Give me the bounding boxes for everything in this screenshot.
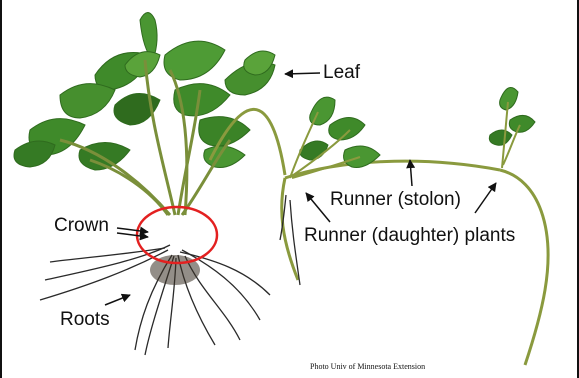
daughter-plant-2 — [489, 88, 535, 169]
crown-highlight-circle — [137, 207, 217, 263]
main-plant-leaves — [14, 13, 275, 216]
label-leaf: Leaf — [323, 62, 360, 84]
daughter-plant-1 — [290, 97, 380, 178]
label-crown: Crown — [54, 215, 109, 237]
crown-arrow-2 — [117, 233, 148, 237]
stolon-arrow — [410, 160, 412, 186]
label-roots: Roots — [60, 309, 110, 331]
label-runner-stolon: Runner (stolon) — [330, 189, 461, 211]
leaf-arrow — [285, 73, 320, 74]
crown-arrow — [117, 228, 148, 232]
roots-arrow — [105, 295, 130, 305]
daughter-arrow-2 — [475, 183, 496, 213]
label-runner-daughter-plants: Runner (daughter) plants — [304, 225, 515, 247]
daughter-arrow-1 — [306, 193, 330, 222]
photo-credit: Photo Univ of Minnesota Extension — [310, 362, 425, 371]
